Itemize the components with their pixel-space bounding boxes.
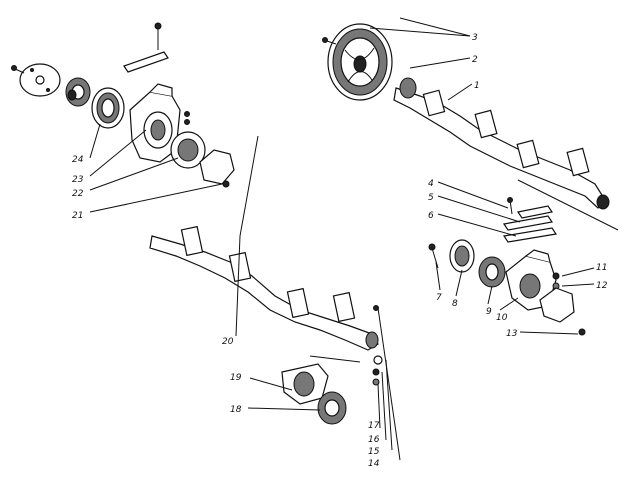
leader-lines (89, 17, 619, 461)
callout-7: 7 (436, 293, 442, 303)
callout-24: 24 (72, 155, 84, 165)
part-bolt-small-left (11, 65, 25, 74)
callout-10: 10 (496, 313, 508, 323)
callout-15: 15 (368, 447, 380, 457)
callout-1: 1 (474, 81, 480, 91)
callout-22: 22 (72, 189, 84, 199)
part-bolt-7 (428, 243, 439, 269)
part-strap-top (123, 22, 169, 73)
callout-labels: 1 2 3 4 5 6 7 8 9 10 11 12 13 14 15 16 1… (72, 33, 608, 469)
callout-6: 6 (428, 211, 434, 221)
callout-18: 18 (230, 405, 242, 415)
callout-8: 8 (452, 299, 458, 309)
callout-12: 12 (596, 281, 608, 291)
callout-17: 17 (368, 421, 380, 431)
callout-23: 23 (72, 175, 84, 185)
callout-4: 4 (428, 179, 434, 189)
callout-5: 5 (428, 193, 434, 203)
part-crankshaft-20 (149, 225, 379, 351)
part-gear-ring (91, 87, 125, 129)
callout-14: 14 (368, 459, 380, 469)
callout-20: 20 (222, 337, 234, 347)
part-flange-21 (199, 149, 235, 188)
part-flywheel-3 (327, 23, 393, 101)
callout-19: 19 (230, 373, 242, 383)
part-crankshaft-1 (393, 77, 610, 210)
callout-2: 2 (472, 55, 478, 65)
callout-13: 13 (506, 329, 518, 339)
callout-11: 11 (596, 263, 607, 273)
callout-9: 9 (486, 307, 492, 317)
part-bearing-9 (478, 256, 506, 288)
part-gasket-22 (170, 131, 206, 169)
part-bolt-flywheel (322, 37, 337, 45)
part-small-washers-14-17 (372, 355, 383, 386)
callout-3: 3 (472, 33, 478, 43)
callout-21: 21 (72, 211, 83, 221)
callout-16: 16 (368, 435, 380, 445)
part-gasket-8 (449, 239, 475, 273)
part-washers-11-12 (552, 272, 560, 290)
part-bearing-18 (317, 391, 347, 425)
part-bearing-24 (65, 77, 91, 107)
part-flange-13 (539, 287, 586, 336)
part-cover-plate (19, 63, 61, 97)
part-key-group-4-6 (502, 197, 558, 243)
part-bracket-19 (281, 355, 361, 405)
